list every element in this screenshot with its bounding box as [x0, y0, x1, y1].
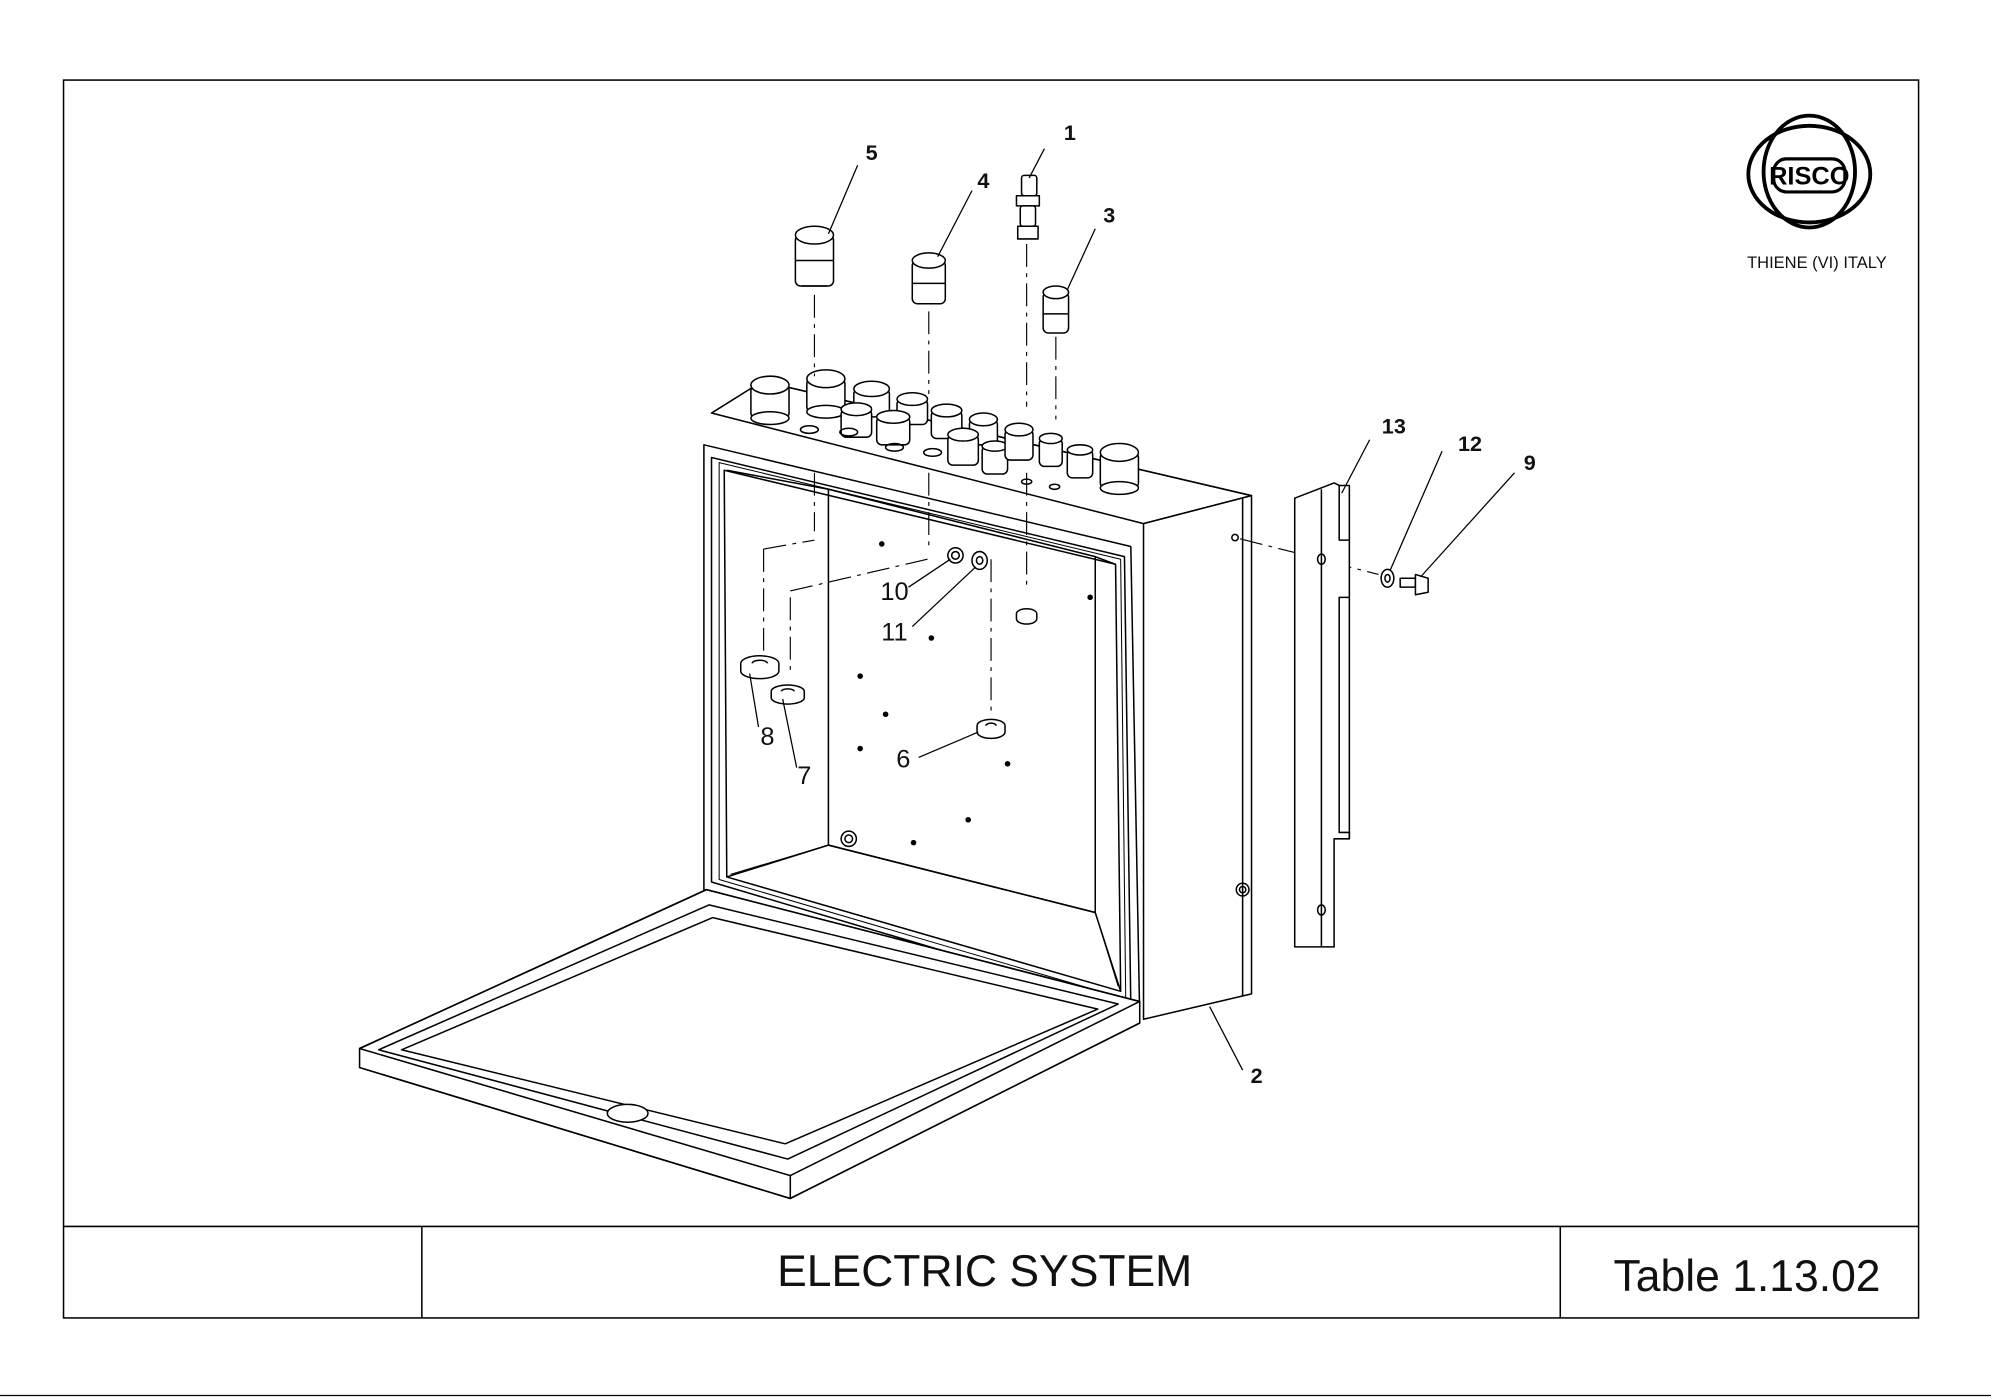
cable-gland: [981, 440, 1009, 475]
interior-back-right-edge: [1094, 555, 1116, 565]
part-6-nut: [976, 718, 1006, 740]
bracket-upper-slot: [1339, 484, 1351, 541]
callout-8: 8: [760, 723, 774, 751]
part-3-small-gland: [1042, 285, 1070, 334]
callout-5: 5: [866, 140, 878, 165]
door-front-lower-edge: [359, 1066, 791, 1200]
side-screw-head: [1235, 882, 1250, 897]
interior-left-wall-top: [726, 469, 829, 491]
cable-gland: [840, 402, 873, 438]
callout-leaders: [749, 148, 1516, 1071]
logo-location: THIENE (VI) ITALY: [1747, 254, 1887, 272]
callout-9: 9: [1524, 450, 1536, 475]
callout-11: 11: [881, 619, 907, 647]
callout-3: 3: [1103, 202, 1115, 227]
callout-1: 1: [1064, 120, 1076, 145]
ground-stud: [840, 830, 858, 848]
part-9-bolt: [1399, 573, 1429, 596]
box-right-side: [1142, 494, 1253, 1021]
cable-gland: [875, 409, 911, 446]
drawing-title: ELECTRIC SYSTEM: [777, 1247, 1192, 1296]
callout-7: 7: [797, 762, 811, 790]
door-inner-panel: [400, 916, 1099, 1145]
callout-12: 12: [1458, 431, 1482, 456]
door-lock: [606, 1103, 649, 1123]
part-4-gland: [911, 252, 947, 305]
callout-4: 4: [977, 168, 989, 193]
cable-gland: [853, 380, 891, 418]
top-cable-glands: [750, 369, 1140, 496]
door-right-lower-edge: [789, 1022, 1141, 1200]
top-holes: [799, 424, 1061, 491]
door-top-rim: [358, 888, 1141, 1177]
risco-logo: RISCO: [1746, 113, 1873, 230]
bracket-hole-lower: [1316, 904, 1326, 916]
back-plate-holes: [857, 541, 1093, 846]
callout-10: 10: [880, 578, 908, 606]
interior-floor: [730, 844, 1119, 987]
cable-gland: [947, 427, 980, 466]
electric-box-exploded-view: [358, 174, 1429, 1200]
part-8-nut: [739, 655, 780, 680]
callout-labels: 1 2 3 4 5 6 7 8 9 10 11 12 13: [760, 120, 1535, 1088]
cable-gland: [1038, 432, 1063, 468]
cable-gland: [1099, 442, 1140, 496]
small-nut: [1015, 608, 1038, 625]
part-1-breather: [1015, 174, 1041, 240]
side-screw-core: [1238, 885, 1247, 894]
callout-6: 6: [896, 746, 910, 774]
bracket-hole-upper: [1316, 553, 1326, 566]
cable-gland: [1004, 422, 1034, 461]
logo-wordmark: RISCO: [1769, 162, 1849, 190]
part-5-large-gland: [794, 225, 835, 287]
ground-stud-core: [844, 834, 854, 844]
logo-name-plate: [1772, 157, 1847, 194]
cable-gland: [1066, 444, 1094, 479]
callout-13: 13: [1382, 413, 1406, 438]
part-7-nut: [770, 684, 806, 705]
drawing-frame: [62, 79, 1920, 1319]
callout-2: 2: [1251, 1063, 1263, 1088]
logo-ring-a-icon: [1761, 113, 1857, 230]
part-12-washer: [1380, 568, 1395, 588]
logo-ring-b-icon: [1746, 123, 1873, 225]
part-11-washer: [971, 550, 989, 571]
cable-gland: [806, 369, 846, 419]
table-reference: Table 1.13.02: [1614, 1252, 1881, 1301]
door-inner-rim: [377, 904, 1119, 1160]
part-10-nut: [947, 546, 964, 564]
side-mount-hole: [1231, 533, 1239, 542]
cable-gland: [750, 375, 790, 426]
